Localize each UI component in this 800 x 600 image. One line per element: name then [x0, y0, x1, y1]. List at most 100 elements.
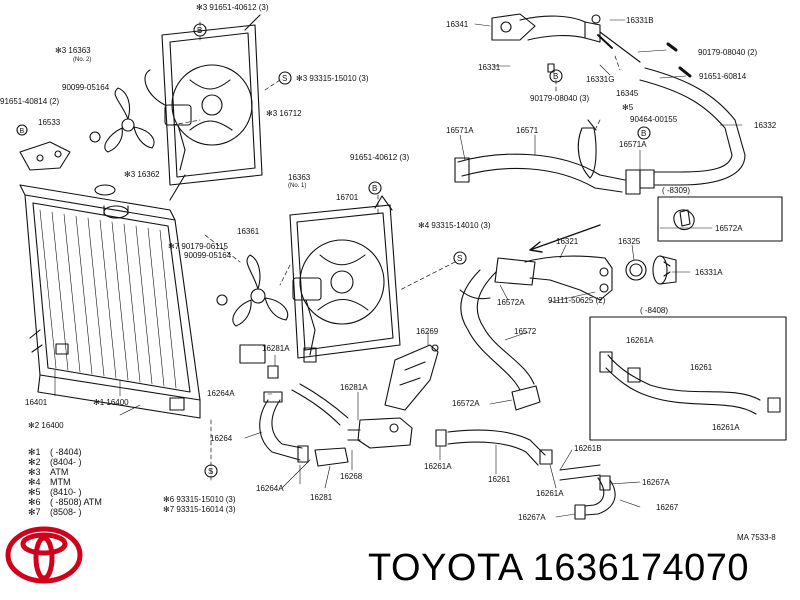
part-label: 16345: [616, 89, 639, 98]
part-label: 16571A: [446, 126, 474, 135]
part-label: 16401: [25, 398, 48, 407]
part-label: ✻5: [622, 103, 634, 112]
inset-box-8309: [657, 196, 783, 242]
brand-name: TOYOTA: [368, 547, 522, 589]
part-label: 16701: [336, 193, 359, 202]
fan-blade-upper: [104, 87, 155, 153]
toyota-logo-icon: [5, 526, 83, 584]
part-label: ( -8309): [662, 186, 691, 195]
part-label: 16331A: [695, 268, 723, 277]
part-label: ✻3 91651-40612 (3): [196, 3, 269, 12]
hose-16264: [259, 391, 309, 463]
part-label: 16533: [38, 118, 61, 127]
part-label: 91651-60814: [699, 72, 747, 81]
hose-16261: [435, 429, 553, 466]
part-label: ✻6 93315-15010 (3): [163, 495, 236, 504]
legend-symbol: ✻6: [28, 497, 41, 507]
part-label: 91111-50625 (2): [548, 296, 606, 305]
part-label: 90099-05164: [184, 251, 232, 260]
fan-shroud-lower: [289, 195, 401, 359]
part-label: 16267: [656, 503, 679, 512]
hose-16571: [454, 153, 641, 195]
hose-16572: [459, 269, 541, 411]
hose-16267: [559, 464, 616, 520]
nut-90099: [89, 131, 101, 143]
part-label: 16281: [310, 493, 333, 502]
marker-b: B: [553, 72, 559, 81]
legend-row: ✻7(8508- ): [28, 507, 158, 517]
part-label: ✻3 93315-15010 (3): [296, 74, 369, 83]
gasket-90464: [577, 119, 597, 179]
part-label: ✻1 16400: [93, 398, 129, 407]
part-label: 16261B: [574, 444, 602, 453]
legend-row: ✻6( -8508) ATM: [28, 497, 158, 507]
legend-text: (8410- ): [50, 487, 82, 497]
bracket-16533: B: [16, 124, 71, 171]
part-label: 16331: [478, 63, 501, 72]
part-label: 16363: [288, 173, 311, 182]
legend-text: (8404- ): [50, 457, 82, 467]
part-label: 16264: [210, 434, 233, 443]
fan-shroud-upper: [161, 14, 263, 201]
dashed-leaders: [171, 19, 621, 481]
part-label: ( -8408): [640, 306, 669, 315]
part-label: 16572A: [497, 298, 525, 307]
part-label: 16267A: [518, 513, 546, 522]
bracket-16269: [384, 344, 439, 411]
part-label: 16267A: [642, 478, 670, 487]
part-label: 16261A: [626, 336, 654, 345]
drawing-ref-code: MA 7533-8: [737, 533, 776, 542]
marker-b: B: [372, 184, 378, 193]
solid-leaders: [54, 19, 743, 518]
part-label: 16332: [754, 121, 777, 130]
part-label: 16361: [237, 227, 260, 236]
part-label: 16572A: [452, 399, 480, 408]
part-label: 16572A: [715, 224, 743, 233]
arrow-to-inlet: [529, 224, 601, 251]
thermostat-16331A: [652, 255, 677, 285]
legend-text: ATM: [50, 467, 69, 477]
part-label: 16281A: [340, 383, 368, 392]
legend-row: ✻5(8410- ): [28, 487, 158, 497]
part-label: 16571: [516, 126, 539, 135]
legend-text: ( -8404): [50, 447, 82, 457]
part-label: 16261: [488, 475, 511, 484]
part-label: 16261A: [712, 423, 740, 432]
part-label: ✻3 16363: [55, 46, 91, 55]
legend-symbol: ✻3: [28, 467, 41, 477]
legend-symbol: ✻1: [28, 447, 41, 457]
water-inlet-16321: [494, 255, 613, 301]
legend-text: (8508- ): [50, 507, 82, 517]
legend-symbol: ✻2: [28, 457, 41, 467]
part-number: 1636174070: [532, 547, 750, 589]
fan-blade-lower: [216, 254, 289, 327]
part-label: ✻7 90179-06115: [168, 242, 228, 251]
legend-row: ✻3 ATM: [28, 467, 158, 477]
part-label: 16341: [446, 20, 469, 29]
part-label: 16571A: [619, 140, 647, 149]
part-label: 91651-40612 (3): [350, 153, 410, 162]
part-label: ✻3 16362: [124, 170, 160, 179]
svg-text:B: B: [20, 128, 25, 135]
legend-symbol: ✻4: [28, 477, 41, 487]
part-label: 90099-05164: [62, 83, 110, 92]
part-label: (No. 1): [288, 183, 307, 189]
bypass-pipe-16332: [639, 67, 746, 189]
part-label: 16269: [416, 327, 439, 336]
marker-s: S: [282, 74, 288, 83]
fan-motor-upper: [144, 69, 192, 171]
part-label: ✻3 16712: [266, 109, 302, 118]
part-label: 16325: [618, 237, 641, 246]
part-label: 16264A: [256, 484, 284, 493]
part-label: ✻2 16400: [28, 421, 64, 430]
gasket-16325: [625, 259, 647, 281]
part-label: 16331G: [586, 75, 615, 84]
part-label: 16261: [690, 363, 713, 372]
part-label: ✻7 93315-16014 (3): [163, 505, 236, 514]
part-label: 90179-08040 (3): [530, 94, 590, 103]
marker-b: B: [197, 26, 203, 35]
outlet-pipe-16331: [491, 13, 692, 78]
